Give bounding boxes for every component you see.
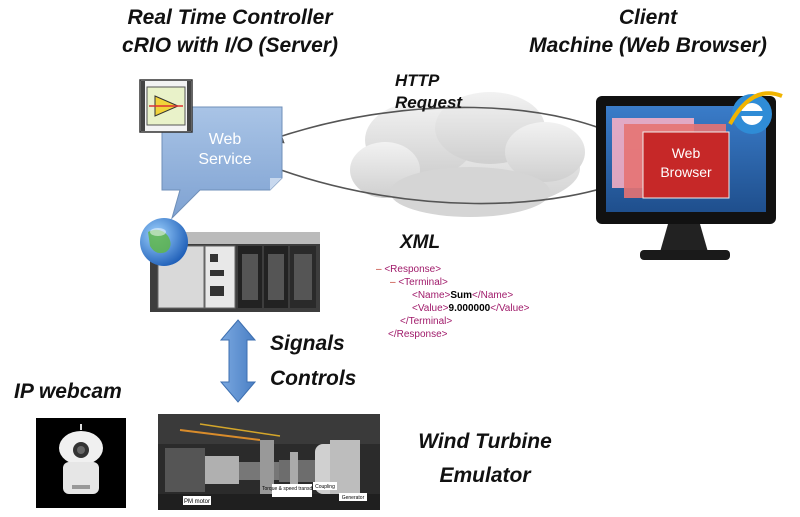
wind-turbine-label-line2: Emulator	[439, 464, 531, 487]
http-request-label-line1: HTTP	[395, 71, 440, 90]
http-request-label: HTTP Request	[395, 70, 485, 114]
xml-close-tag: </Terminal>	[400, 316, 453, 327]
controller-title-line1: Real Time Controller	[127, 6, 333, 29]
client-title-line1: Client	[618, 6, 678, 29]
xml-close-tag: </Value>	[490, 303, 530, 314]
xml-open-tag: <Value>	[412, 303, 449, 314]
signals-controls-double-arrow	[219, 319, 257, 403]
signals-label: Signals	[270, 332, 345, 355]
emulator-label-right: Generator	[339, 493, 367, 501]
xml-line: – <Terminal>	[390, 277, 448, 289]
xml-title: XML	[400, 232, 441, 253]
xml-value: Sum	[450, 290, 473, 301]
web-browser-label-line2: Browser	[660, 164, 712, 180]
wind-turbine-label: Wind Turbine Emulator	[400, 428, 570, 490]
xml-open-tag: <Terminal>	[398, 277, 448, 288]
web-service-box	[161, 106, 283, 220]
xml-open-tag: <Response>	[384, 264, 442, 275]
emulator-label-right-text: Generator	[342, 495, 365, 501]
web-browser-label-line1: Web	[671, 145, 701, 161]
labview-icon	[139, 79, 193, 133]
xml-close-tag: </Name>	[472, 290, 514, 301]
web-service-label-line2: Service	[198, 151, 252, 168]
web-service-label: Web Service	[190, 130, 260, 170]
xml-value: 9.000000	[448, 303, 491, 314]
wind-turbine-label-line1: Wind Turbine	[418, 430, 552, 453]
emulator-label-coupling-text: Coupling	[315, 484, 335, 490]
xml-line: <Value>9.000000</Value>	[412, 303, 530, 315]
internet-explorer-icon	[728, 91, 783, 134]
client-title-line2: Machine (Web Browser)	[529, 34, 767, 57]
emulator-label-coupling: Coupling	[313, 482, 337, 490]
crio-device	[150, 232, 320, 312]
emulator-label-left: PM motor	[183, 496, 211, 505]
cloud-icon	[350, 92, 585, 217]
xml-line: </Terminal>	[400, 316, 452, 328]
client-title: Client Machine (Web Browser)	[498, 4, 798, 60]
emulator-label-middle: Torque & speed transducer	[262, 484, 322, 497]
globe-icon	[140, 218, 188, 266]
emulator-label-left-text: PM motor	[184, 499, 210, 505]
ip-webcam-image	[36, 418, 126, 508]
xml-close-tag: </Response>	[388, 329, 448, 340]
http-request-label-line2: Request	[395, 93, 463, 112]
xml-open-tag: <Name>	[412, 290, 451, 301]
xml-collapse-marker[interactable]: –	[376, 264, 382, 275]
controls-label: Controls	[270, 367, 357, 390]
xml-line: </Response>	[388, 329, 448, 341]
controller-title-line2: cRIO with I/O (Server)	[122, 34, 338, 57]
ip-webcam-label: IP webcam	[14, 380, 122, 403]
controller-title: Real Time Controller cRIO with I/O (Serv…	[80, 4, 380, 60]
xml-collapse-marker[interactable]: –	[390, 277, 396, 288]
xml-line: – <Response>	[376, 264, 441, 276]
web-service-label-line1: Web	[208, 131, 242, 148]
xml-line: <Name>Sum</Name>	[412, 290, 513, 302]
emulator-label-middle-text: Torque & speed transducer	[262, 486, 322, 492]
web-browser-label: Web Browser	[648, 144, 724, 182]
